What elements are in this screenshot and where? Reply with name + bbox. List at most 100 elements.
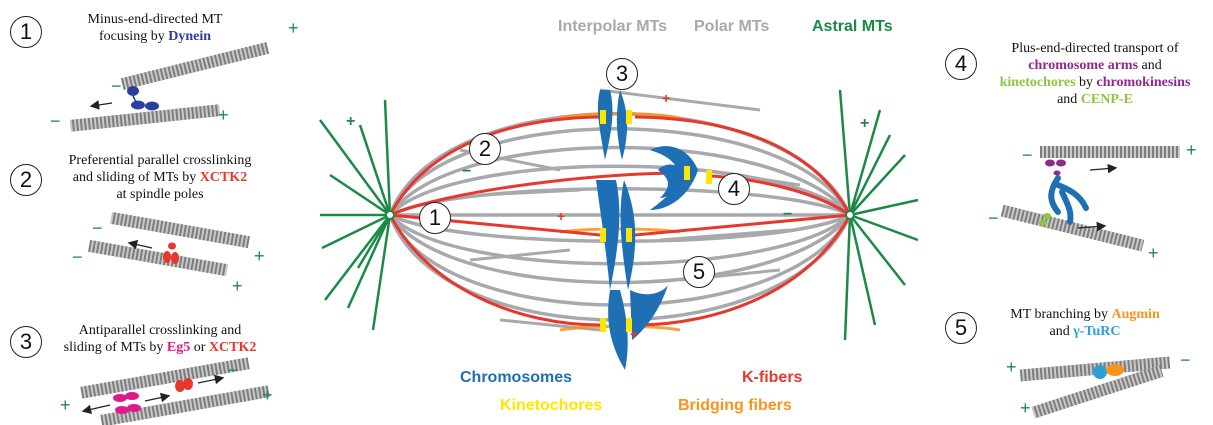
direction-arrow xyxy=(1077,221,1107,232)
plus-sign: + xyxy=(557,208,566,224)
caption-highlight: Eg5 xyxy=(166,340,191,355)
panel-5-caption: MT branching by Augmin and γ-TuRC xyxy=(985,306,1185,340)
caption-text: or xyxy=(190,340,209,355)
plus-sign: + xyxy=(60,395,71,415)
plus-sign: + xyxy=(1020,398,1031,418)
caption-text: MT branching by xyxy=(1010,307,1112,322)
plus-sign: + xyxy=(860,115,870,132)
plus-sign: + xyxy=(218,105,229,125)
legend-k-fibers: K-fibers xyxy=(742,369,803,386)
plus-sign: + xyxy=(262,385,273,405)
caption-text: and xyxy=(1138,58,1162,73)
caption-text: Antiparallel crosslinking and xyxy=(78,323,242,338)
microtubule xyxy=(88,239,228,277)
astral-mts-right xyxy=(838,89,919,341)
direction-arrow xyxy=(89,100,113,110)
microtubule xyxy=(120,42,270,90)
plus-sign: + xyxy=(254,246,265,266)
panel-4-illustration xyxy=(1000,146,1180,252)
caption-highlight: XCTK2 xyxy=(199,170,248,185)
panel-number-3: 3 xyxy=(10,326,42,358)
chromokinesin-motor xyxy=(1053,170,1061,176)
caption-text: Minus-end-directed MT xyxy=(87,12,223,27)
spindle-number-4: 4 xyxy=(718,173,750,205)
legend-interpolar-mts: Interpolar MTs xyxy=(558,18,668,35)
astral-mts-left xyxy=(318,99,392,331)
microtubule xyxy=(80,357,250,399)
plus-sign: + xyxy=(1148,243,1159,263)
microtubule xyxy=(1000,204,1145,252)
direction-arrow xyxy=(1089,163,1118,174)
caption-highlight: CENP-E xyxy=(1080,92,1133,107)
caption-text: sliding of MTs by xyxy=(63,340,167,355)
direction-arrow xyxy=(197,374,225,385)
plus-sign: + xyxy=(346,113,356,130)
panel-number-4: 4 xyxy=(945,48,977,80)
dynein-motor xyxy=(145,101,159,111)
xctk2-motor xyxy=(168,242,176,250)
spindle-pole-right xyxy=(845,210,855,220)
chromosomes xyxy=(596,90,698,370)
legend-kinetochores: Kinetochores xyxy=(500,397,603,414)
microtubule xyxy=(1031,365,1164,419)
microtubule xyxy=(69,104,221,132)
panel-1-illustration xyxy=(69,42,270,132)
spindle-number-2: 2 xyxy=(469,133,501,165)
plus-sign: + xyxy=(1006,357,1017,377)
caption-highlight: γ-TuRC xyxy=(1073,324,1121,339)
minus-sign: − xyxy=(50,111,61,131)
caption-text: Preferential parallel crosslinking xyxy=(68,153,252,168)
polar-mts xyxy=(459,88,801,332)
panel-2-illustration xyxy=(88,211,250,277)
minus-sign: − xyxy=(1022,145,1033,165)
caption-highlight: chromosome arms xyxy=(1028,58,1139,73)
minus-sign: − xyxy=(988,208,999,228)
caption-text: and xyxy=(1049,324,1074,339)
caption-highlight: kinetochores xyxy=(999,75,1076,90)
eg5-motor xyxy=(125,392,139,400)
direction-arrow xyxy=(127,239,153,250)
panel-number-1: 1 xyxy=(10,16,42,48)
caption-text: by xyxy=(1075,75,1097,90)
caption-text: and xyxy=(1057,92,1081,107)
minus-sign: − xyxy=(462,163,472,180)
dynein-motor xyxy=(131,100,145,110)
turc-complex xyxy=(1093,365,1107,379)
eg5-motor xyxy=(115,406,129,414)
eg5-motor xyxy=(127,404,141,412)
caption-text: and sliding of MTs by xyxy=(72,170,200,185)
panel-5-illustration xyxy=(1019,356,1171,419)
augmin-complex xyxy=(1106,364,1124,376)
chromokinesin-motor xyxy=(1045,159,1055,167)
plus-sign: + xyxy=(662,90,671,106)
spindle xyxy=(318,88,919,370)
panel-number-5: 5 xyxy=(945,312,977,344)
legend-polar-mts: Polar MTs xyxy=(694,18,770,35)
spindle-number-1: 1 xyxy=(419,202,451,234)
legend-chromosomes: Chromosomes xyxy=(460,369,573,386)
xctk2-motor xyxy=(171,252,179,264)
minus-sign: − xyxy=(228,360,239,380)
minus-sign: − xyxy=(1180,350,1191,370)
minus-sign: − xyxy=(72,247,83,267)
xctk2-motor xyxy=(175,380,185,392)
eg5-motor xyxy=(113,394,127,402)
caption-text: focusing by xyxy=(98,29,169,44)
plus-sign: + xyxy=(232,276,243,296)
minus-sign: − xyxy=(92,218,103,238)
chromosome-shape xyxy=(1048,175,1089,225)
cenpe-motor xyxy=(1043,213,1051,219)
panel-number-2: 2 xyxy=(10,164,42,196)
spindle-number-3: 3 xyxy=(606,58,638,90)
caption-highlight: Augmin xyxy=(1111,307,1160,322)
legend-astral-mts: Astral MTs xyxy=(812,18,893,35)
minus-sign: − xyxy=(111,76,122,96)
plus-sign: + xyxy=(1186,140,1197,160)
caption-highlight: chromokinesins xyxy=(1096,75,1191,90)
caption-highlight: XCTK2 xyxy=(208,340,257,355)
microtubule xyxy=(110,211,250,249)
cenpe-motor xyxy=(1039,220,1047,226)
spindle-number-5: 5 xyxy=(683,256,715,288)
panel-3-caption: Antiparallel crosslinking and sliding of … xyxy=(50,322,270,356)
